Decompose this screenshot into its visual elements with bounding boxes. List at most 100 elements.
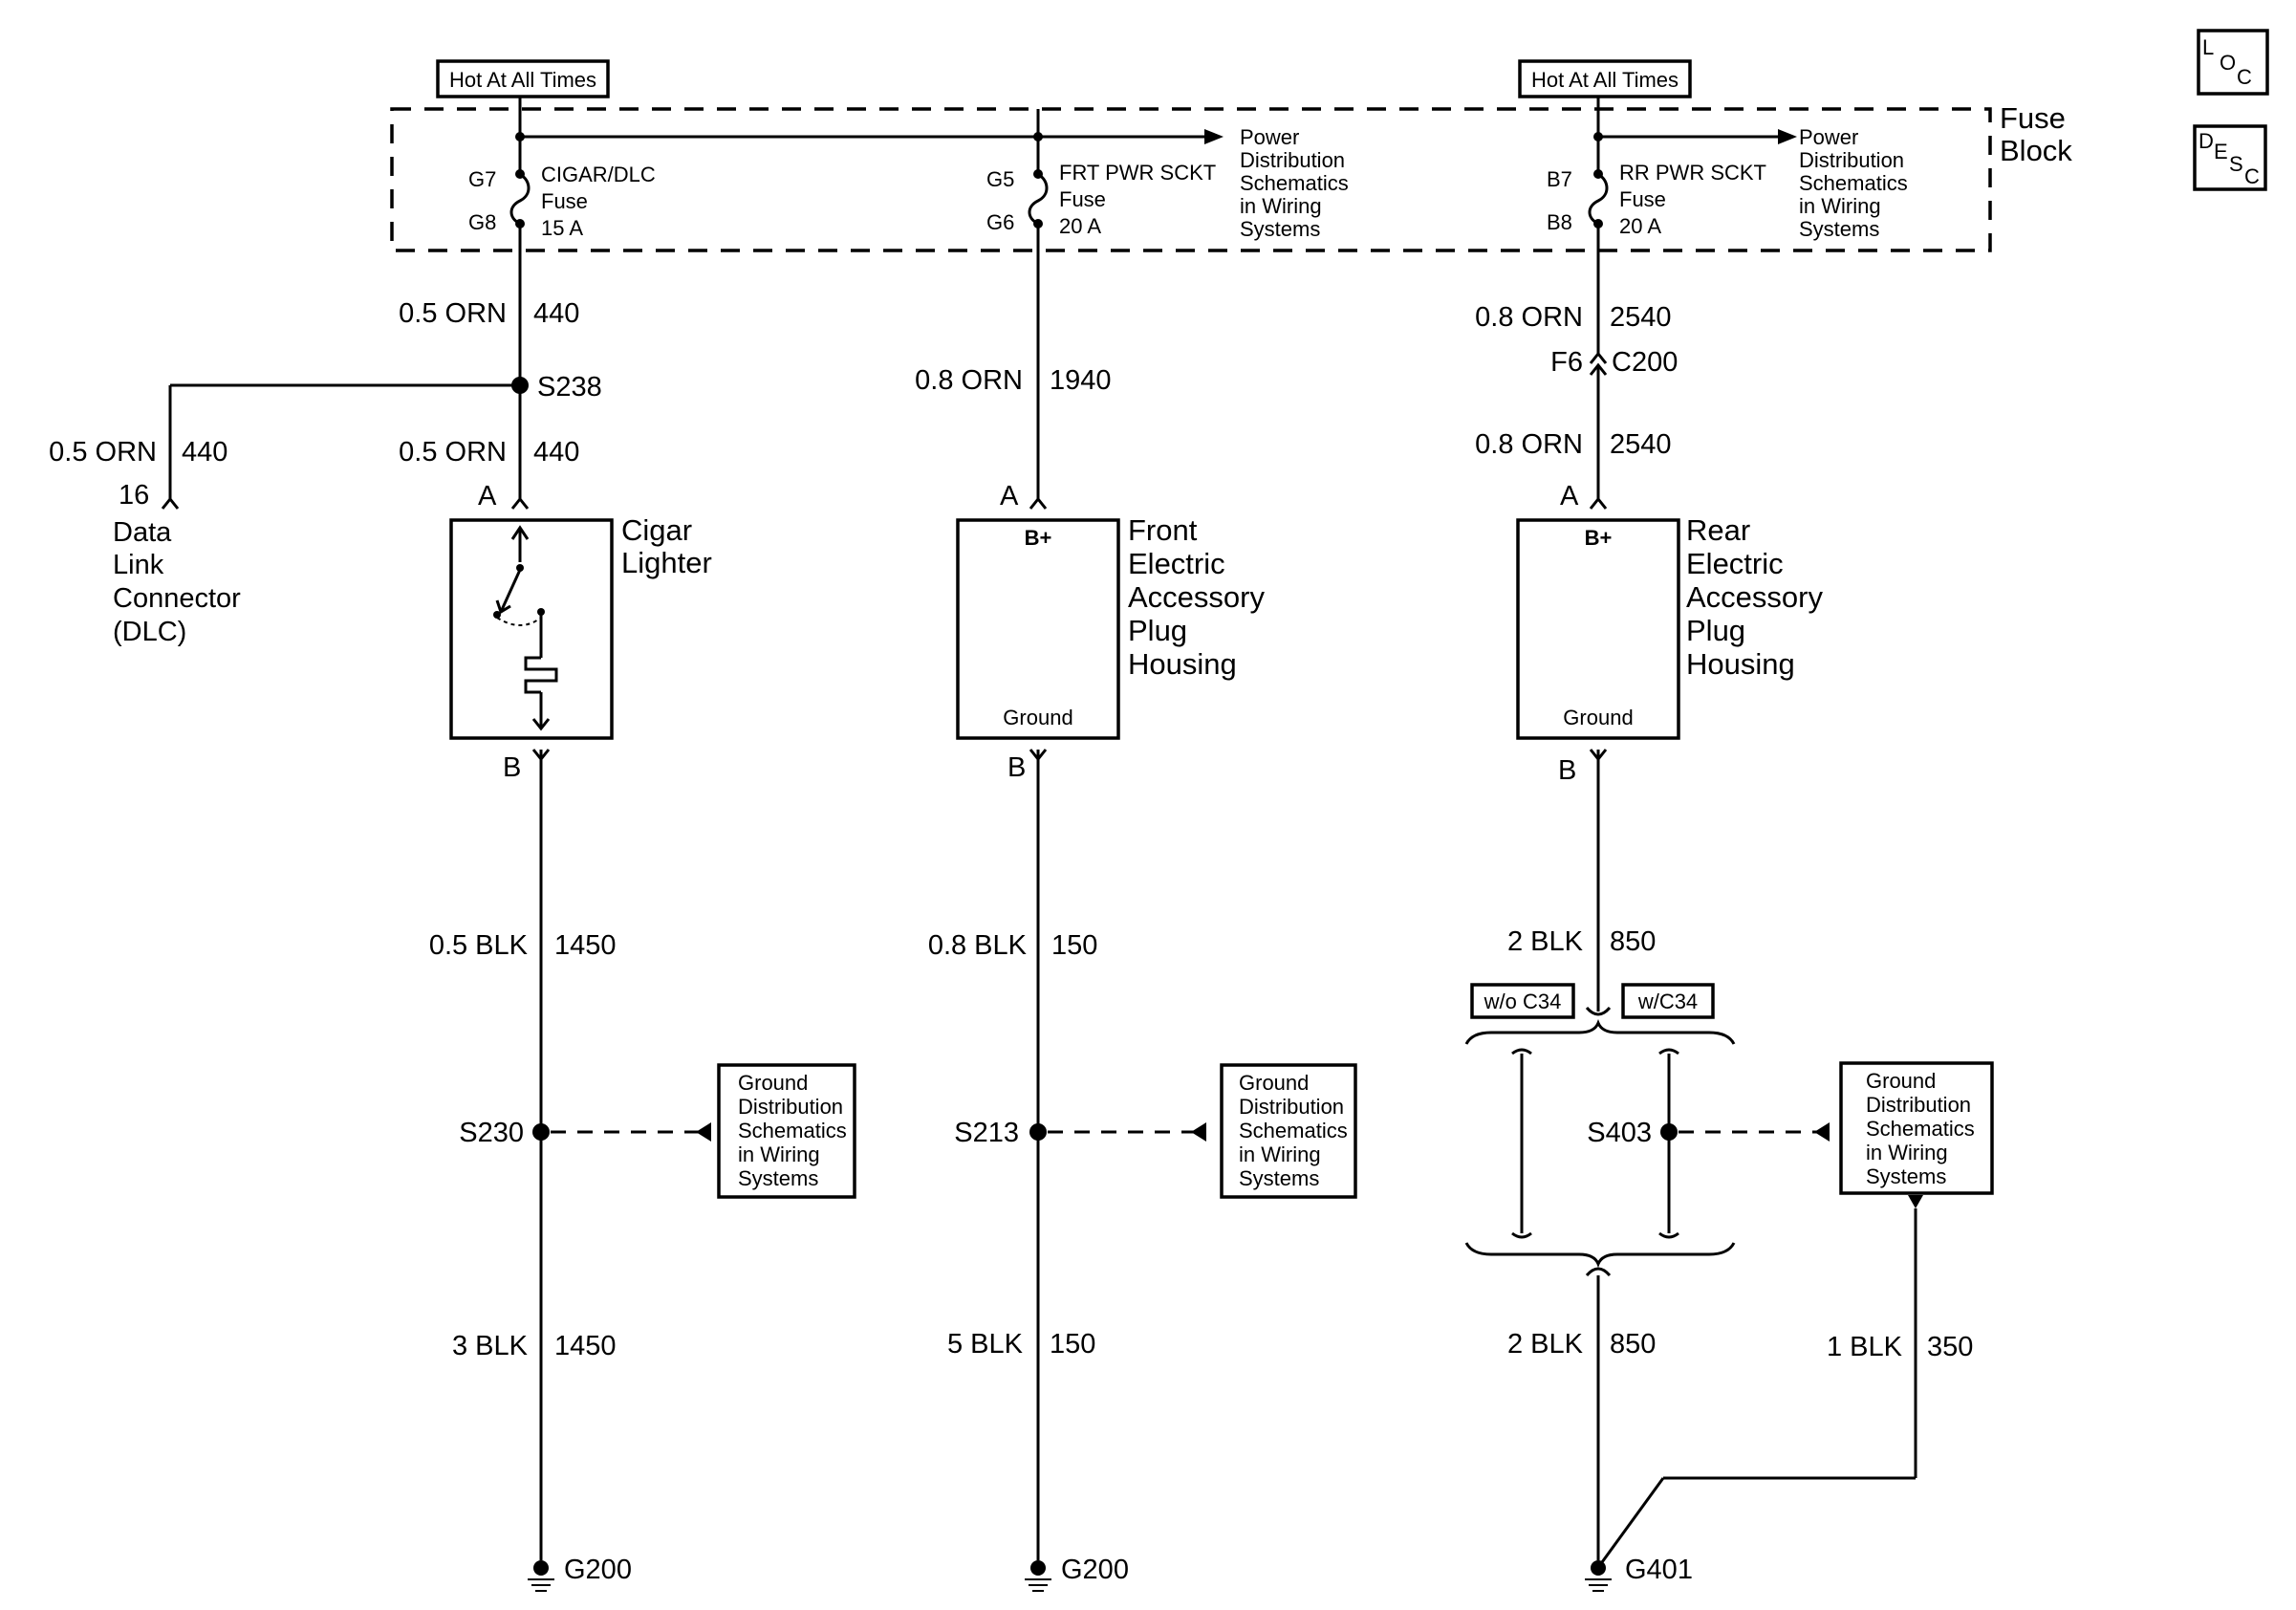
schematic-label: w/C34 (1637, 990, 1698, 1013)
schematic-label: S (2229, 152, 2243, 176)
schematic-label: Plug (1128, 614, 1187, 647)
front-accessory-plug-label: Front Electric Accessory Plug Housing (1128, 513, 1265, 681)
option-with-c34: w/C34 (1621, 983, 1715, 1019)
schematic-label: Schematics (1240, 171, 1349, 195)
schematic-label: 440 (182, 437, 227, 468)
schematic-label: Ground (1239, 1071, 1309, 1095)
schematic-label: Ground (1563, 706, 1633, 729)
schematic-label: G7 (468, 167, 496, 191)
hot-label-right: Hot At All Times (1531, 68, 1679, 92)
cigar-lighter-box (449, 518, 614, 740)
schematic-label: G401 (1625, 1555, 1693, 1585)
schematic-label: 0.8 ORN (915, 365, 1023, 396)
ground-ref-box-1: Ground Distribution Schematics in Wiring… (717, 1063, 856, 1199)
schematic-label: A (478, 481, 497, 511)
schematic-label: 350 (1927, 1332, 1973, 1362)
schematic-label: B8 (1547, 210, 1572, 234)
schematic-label: G200 (564, 1555, 632, 1585)
splice-s230 (532, 1123, 550, 1141)
schematic-label: S403 (1587, 1118, 1652, 1148)
schematic-label: 850 (1610, 1329, 1656, 1360)
schematic-label: 0.5 ORN (399, 298, 507, 329)
schematic-label: Systems (1239, 1166, 1319, 1190)
schematic-label: G8 (468, 210, 496, 234)
schematic-label: B (503, 752, 521, 783)
fuse-cigar-dlc: G7 G8 CIGAR/DLC Fuse 15 A (468, 137, 656, 240)
schematic-label: 440 (533, 298, 579, 329)
schematic-label: Fuse (1619, 187, 1666, 211)
schematic-label: w/o C34 (1484, 990, 1562, 1013)
schematic-label: E (2214, 140, 2228, 163)
schematic-label: 20 A (1619, 214, 1661, 238)
schematic-label: Schematics (1239, 1119, 1348, 1142)
splice-s213 (1029, 1123, 1047, 1141)
schematic-label: S230 (459, 1118, 524, 1148)
schematic-label: Systems (1866, 1164, 1946, 1188)
schematic-label: RR PWR SCKT (1619, 161, 1766, 185)
schematic-label: G200 (1061, 1555, 1129, 1585)
schematic-label: Distribution (1240, 148, 1345, 172)
schematic-label: in Wiring (1799, 194, 1881, 218)
schematic-label: 16 (119, 480, 149, 511)
schematic-label: Rear (1686, 513, 1750, 547)
schematic-label: 5 BLK (947, 1329, 1024, 1360)
schematic-label: Systems (1240, 217, 1320, 241)
schematic-label: 15 A (541, 216, 583, 240)
schematic-label: Distribution (738, 1095, 843, 1119)
option-without-c34: w/o C34 (1470, 983, 1575, 1019)
schematic-label: 0.5 BLK (429, 930, 529, 961)
cigar-lighter-label: Cigar (621, 513, 692, 547)
fuse-block-label-2: Block (2000, 134, 2072, 167)
schematic-label: A (1000, 481, 1019, 511)
fuse-rr-pwr-sckt: B7 B8 RR PWR SCKT Fuse 20 A (1547, 137, 1766, 238)
schematic-label: 20 A (1059, 214, 1101, 238)
loc-icon[interactable]: L O C (2197, 29, 2269, 96)
schematic-label: L (2202, 35, 2214, 59)
schematic-label: in Wiring (1239, 1142, 1321, 1166)
schematic-label: B (1558, 755, 1576, 786)
schematic-label: 0.5 ORN (399, 437, 507, 468)
schematic-label: Link (113, 550, 164, 580)
ground-icon-g401 (1585, 1560, 1612, 1592)
schematic-label: 3 BLK (452, 1331, 529, 1361)
schematic-label: 1450 (554, 1331, 617, 1361)
schematic-label: Ground (1866, 1069, 1936, 1093)
schematic-label: Power (1240, 125, 1299, 149)
schematic-label: Housing (1128, 647, 1237, 681)
hot-label-left: Hot At All Times (449, 68, 596, 92)
schematic-label: S213 (954, 1118, 1019, 1148)
schematic-label: Lighter (621, 546, 712, 579)
ground-icon-g200-left (528, 1560, 554, 1592)
schematic-label: 2540 (1610, 429, 1672, 460)
schematic-label: 2540 (1610, 302, 1672, 333)
schematic-label: 1450 (554, 930, 617, 961)
schematic-label: in Wiring (1240, 194, 1322, 218)
schematic-label: 850 (1610, 926, 1656, 957)
schematic-label: Distribution (1799, 148, 1904, 172)
schematic-label: C (2237, 65, 2252, 89)
schematic-label: Fuse (541, 189, 588, 213)
desc-icon[interactable]: D E S C (2193, 124, 2267, 191)
front-accessory-plug-box: B+ Ground (956, 518, 1120, 740)
schematic-label: Schematics (1866, 1117, 1975, 1141)
schematic-label: Connector (113, 583, 241, 614)
schematic-label: Schematics (738, 1119, 847, 1142)
schematic-label: Front (1128, 513, 1198, 547)
schematic-label: G6 (986, 210, 1014, 234)
schematic-label: A (1560, 481, 1579, 511)
schematic-label: F6 (1550, 347, 1583, 378)
schematic-label: Housing (1686, 647, 1795, 681)
schematic-label: in Wiring (1866, 1141, 1948, 1164)
schematic-label: Fuse (1059, 187, 1106, 211)
schematic-label: Accessory (1128, 580, 1265, 614)
fuse-block-outline (390, 107, 1992, 252)
schematic-label: B7 (1547, 167, 1572, 191)
schematic-label: 0.8 ORN (1475, 302, 1583, 333)
dlc-label: Data Link Connector (DLC) (113, 517, 241, 647)
schematic-label: Ground (1003, 706, 1072, 729)
schematic-label: 1940 (1050, 365, 1112, 396)
schematic-label: Systems (738, 1166, 818, 1190)
splice-s403 (1660, 1123, 1678, 1141)
schematic-label: 0.8 ORN (1475, 429, 1583, 460)
schematic-label: 2 BLK (1507, 926, 1584, 957)
